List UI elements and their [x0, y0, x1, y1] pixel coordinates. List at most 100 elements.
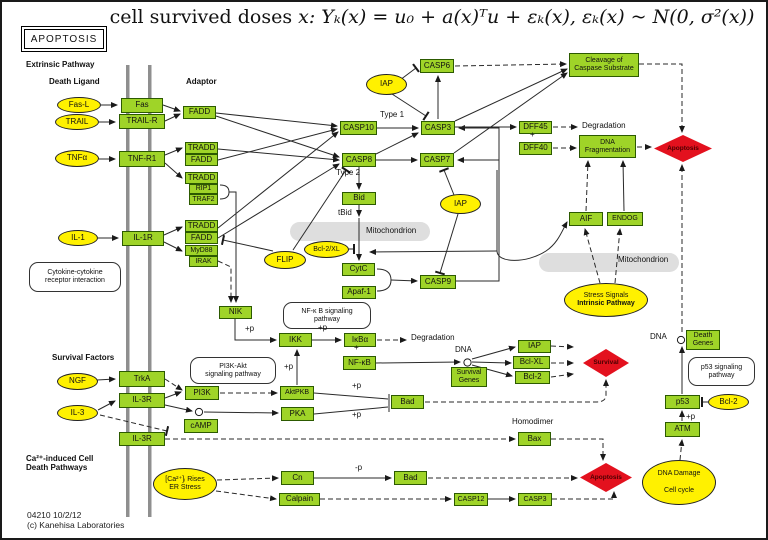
label-adaptor: Adaptor	[186, 77, 217, 86]
gene-dff45-label: DFF45	[523, 122, 548, 132]
ref-cytokine-cytokine-receptor-interaction[interactable]: Cytokine-cytokine receptor interaction	[29, 262, 121, 292]
gene-endog[interactable]: ENDOG	[607, 212, 643, 226]
gene-casp6[interactable]: CASP6	[420, 59, 454, 73]
edge-33	[391, 93, 430, 121]
gene-death-genes[interactable]: Death Genes	[686, 330, 720, 350]
gene-trka[interactable]: TrkA	[119, 371, 165, 387]
gene-casp8[interactable]: CASP8	[342, 153, 376, 167]
edge-80	[99, 414, 170, 437]
gene-death-genes-label: Death Genes	[692, 332, 714, 347]
gene-tradd[interactable]: TRADD	[185, 142, 218, 154]
ref-nf-kb-signaling-pathway[interactable]: NF-κ B signaling pathway	[283, 302, 371, 329]
ligand-flip[interactable]: FLIP	[264, 251, 306, 269]
gene-casp10[interactable]: CASP10	[340, 121, 377, 135]
gene-nik-label: NIK	[228, 307, 243, 317]
ligand-il-1[interactable]: IL-1	[58, 230, 98, 246]
ligand-ca-rises-er-stress[interactable]: [Ca²⁺]ᵢ Rises ER Stress	[153, 468, 217, 500]
gene-bcl-xl-label: Bcl-XL	[519, 357, 544, 367]
ligand-bcl-2-xl[interactable]: Bcl-2/XL	[304, 241, 349, 258]
ligand-iap[interactable]: IAP	[366, 74, 407, 95]
gene-dff40[interactable]: DFF40	[519, 142, 552, 155]
gene-nik[interactable]: NIK	[219, 306, 252, 319]
edge-70	[425, 379, 609, 403]
gene-ikk[interactable]: IKK	[279, 333, 312, 347]
ligand-trail-label: TRAIL	[65, 116, 89, 126]
ligand-ngf[interactable]: NGF	[57, 373, 98, 390]
ligand-iap-2[interactable]: IAP	[440, 194, 481, 214]
gene-dff45[interactable]: DFF45	[519, 121, 552, 134]
label-degradation-1: Degradation	[582, 121, 626, 130]
gene-fas[interactable]: Fas	[121, 98, 163, 113]
gene-casp3[interactable]: CASP3	[421, 121, 455, 135]
ref-p53-signaling-pathway-label: p53 signaling pathway	[700, 363, 743, 379]
gene-pi3k[interactable]: PI3K	[185, 386, 219, 400]
gene-fadd-2[interactable]: FADD	[185, 154, 218, 166]
gene-aktpkb-label: AktPKB	[284, 389, 310, 397]
ligand-fas-l[interactable]: Fas-L	[57, 97, 101, 113]
gene-cn[interactable]: Cn	[281, 471, 314, 485]
gene-casp12[interactable]: CASP12	[454, 493, 488, 506]
gene-tradd-3-label: TRADD	[187, 220, 216, 230]
gene-il-3r[interactable]: IL-3R	[119, 393, 165, 408]
gene-casp7[interactable]: CASP7	[420, 153, 454, 167]
gene-p53[interactable]: p53	[665, 395, 700, 409]
ref-nf-kb-signaling-pathway-label: NF-κ B signaling pathway	[301, 307, 353, 323]
gene-bcl-xl[interactable]: Bcl-XL	[513, 356, 550, 369]
gene-iap-3[interactable]: IAP	[518, 340, 551, 353]
gene-bcl-2[interactable]: Bcl-2	[515, 371, 550, 384]
ligand-il-1-label: IL-1	[71, 232, 85, 242]
gene-tnf-r1[interactable]: TNF-R1	[119, 151, 165, 167]
gene-casp3-2[interactable]: CASP3	[518, 493, 552, 506]
edge-71	[313, 392, 389, 400]
gene-camp[interactable]: cAMP	[184, 419, 218, 433]
gene-ikba[interactable]: IκBα	[344, 333, 376, 347]
gene-dna-fragmentation[interactable]: DNA Fragmentation	[579, 135, 636, 158]
ligand-ca-rises-er-stress-label: [Ca²⁺]ᵢ Rises ER Stress	[165, 476, 205, 491]
gene-nf-kb[interactable]: NF-κB	[343, 356, 376, 370]
gene-casp12-label: CASP12	[457, 495, 485, 503]
gene-tradd-3[interactable]: TRADD	[185, 220, 218, 232]
gene-atm[interactable]: ATM	[665, 422, 700, 437]
ligand-tnfa[interactable]: TNFα	[55, 150, 99, 167]
gene-traf2[interactable]: TRAF2	[189, 194, 218, 205]
edge-84	[215, 490, 277, 502]
edge-63	[375, 359, 461, 366]
ref-pi3k-akt-signaling-pathway[interactable]: PI3K-Akt signaling pathway	[190, 357, 276, 384]
gene-fadd-3[interactable]: FADD	[185, 232, 218, 244]
gene-cytc[interactable]: CytC	[342, 263, 375, 276]
ligand-bcl-2-2[interactable]: Bcl-2	[708, 394, 749, 410]
gene-trail-r[interactable]: TRAIL-R	[119, 114, 165, 129]
label-mitochondrion-1: Mitochondrion	[366, 226, 417, 235]
gene-il-3r-2[interactable]: IL-3R	[119, 432, 165, 446]
gene-rip1[interactable]: RIP1	[189, 184, 218, 194]
dna-site-circles	[194, 335, 686, 417]
edge-6	[162, 104, 181, 112]
gene-fadd[interactable]: FADD	[183, 106, 216, 119]
gene-bid[interactable]: Bid	[342, 192, 376, 205]
gene-ikk-label: IKK	[289, 334, 302, 344]
gene-casp9[interactable]: CASP9	[420, 275, 456, 289]
gene-bad-2[interactable]: Bad	[394, 471, 427, 485]
gene-irak[interactable]: IRAK	[189, 256, 218, 267]
label-mitochondrion-2: Mitochondrion	[618, 255, 669, 264]
gene-survival-genes[interactable]: Survival Genes	[451, 367, 487, 387]
gene-cleavage-of-caspase-substrate[interactable]: Cleavage of Caspase Substrate	[569, 53, 639, 77]
ref-p53-signaling-pathway[interactable]: p53 signaling pathway	[688, 357, 755, 386]
gene-il-1r[interactable]: IL-1R	[122, 231, 164, 246]
gene-aif[interactable]: AIF	[569, 212, 603, 226]
gene-calpain[interactable]: Calpain	[279, 493, 320, 506]
edge-47	[453, 72, 568, 154]
gene-tradd-2[interactable]: TRADD	[185, 172, 218, 184]
label-type-2: Type 2	[336, 168, 361, 177]
gene-myd88[interactable]: MyD88	[185, 245, 218, 256]
gene-bad-2-label: Bad	[403, 472, 418, 482]
ligand-il-3[interactable]: IL-3	[57, 405, 98, 421]
ligand-trail[interactable]: TRAIL	[55, 114, 99, 130]
gene-aktpkb[interactable]: AktPKB	[280, 386, 314, 400]
gene-bad[interactable]: Bad	[391, 395, 424, 409]
gene-apaf-1[interactable]: Apaf-1	[342, 286, 376, 299]
gene-pka[interactable]: PKA	[281, 407, 314, 421]
gene-bax[interactable]: Bax	[518, 432, 551, 446]
